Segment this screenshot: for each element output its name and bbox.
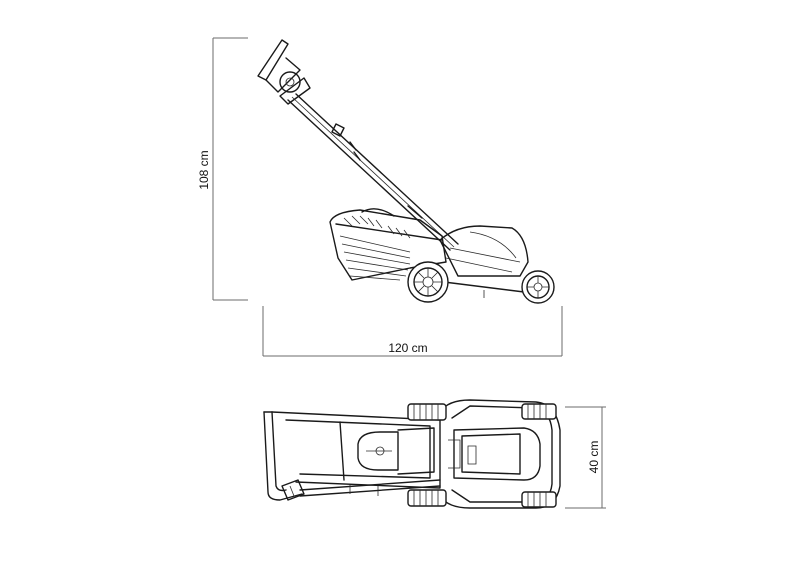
width-dimension: 40 cm — [565, 406, 606, 509]
rear-wheel — [407, 261, 449, 303]
top-front-wheel-upper — [521, 403, 557, 420]
height-dimension: 108 cm — [197, 37, 248, 301]
mower-deck — [439, 225, 529, 298]
top-view — [263, 399, 561, 509]
grass-box — [329, 208, 447, 281]
handle-bar — [287, 93, 459, 251]
height-label: 108 cm — [197, 150, 211, 189]
length-label: 120 cm — [388, 341, 427, 355]
handle-grip — [257, 39, 311, 105]
width-label: 40 cm — [587, 441, 601, 474]
top-grass-box — [271, 411, 441, 489]
top-rear-wheel-upper — [407, 403, 447, 421]
length-dimension: 120 cm — [262, 306, 563, 357]
top-front-wheel-lower — [521, 491, 557, 508]
front-wheel — [521, 270, 555, 304]
side-view — [257, 39, 555, 304]
top-rear-wheel-lower — [407, 489, 447, 507]
